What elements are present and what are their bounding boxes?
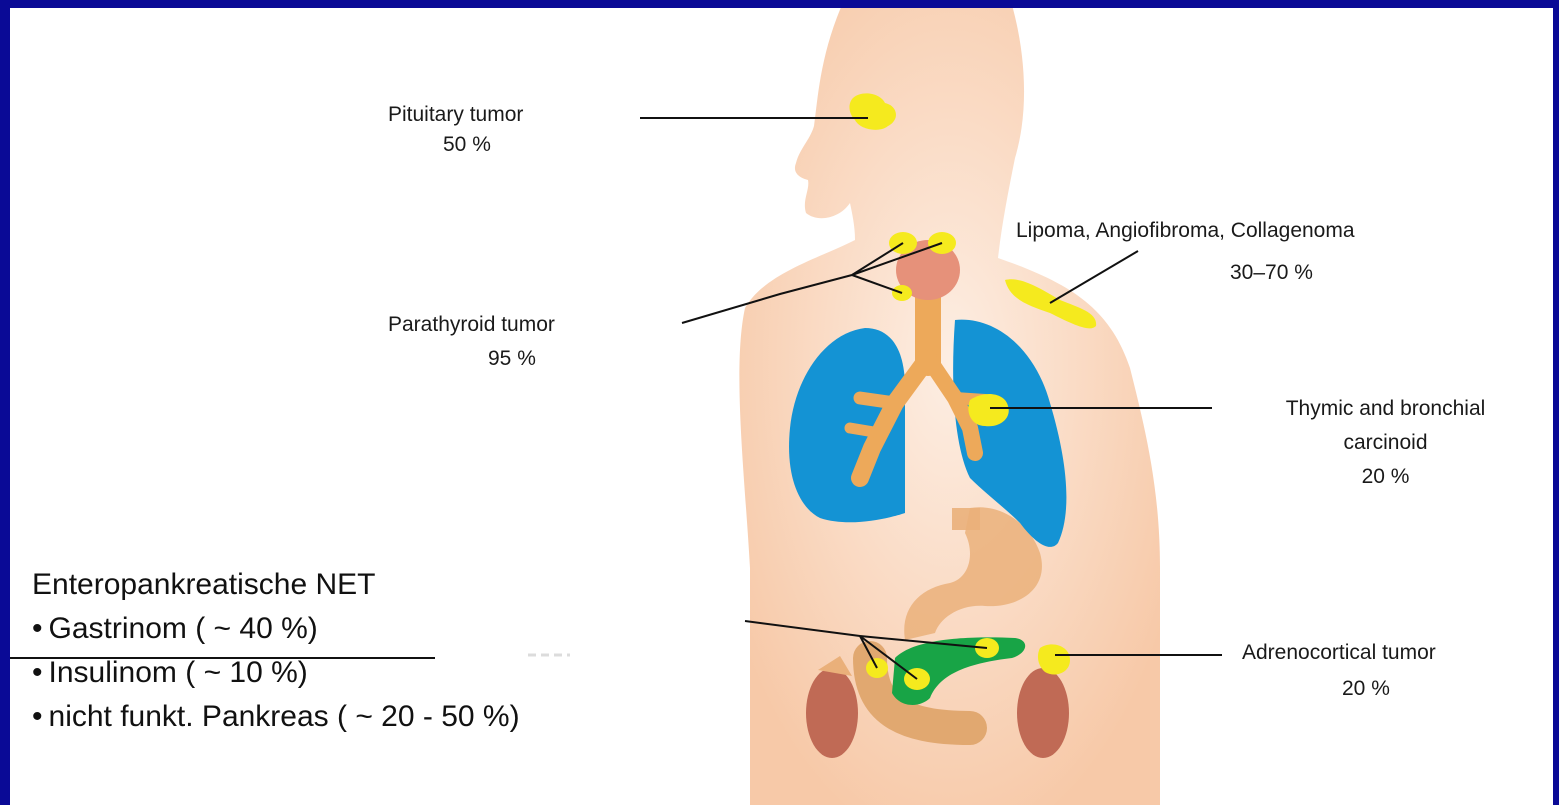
- net-item-text: Gastrinom ( ~ 40 %): [49, 612, 318, 645]
- parathyroid-percent: 95 %: [388, 344, 555, 374]
- thymic-marker: [968, 394, 1008, 426]
- adrenocortical-label: Adrenocortical tumor 20 %: [1242, 638, 1436, 704]
- net-list: Enteropankreatische NET •Gastrinom ( ~ 4…: [32, 563, 520, 739]
- pituitary-percent: 50 %: [388, 130, 523, 160]
- thymic-label: Thymic and bronchial carcinoid 20 %: [1218, 394, 1553, 492]
- bullet-icon: •: [32, 612, 43, 645]
- net-list-item: •Insulinom ( ~ 10 %): [32, 651, 520, 695]
- parathyroid-name: Parathyroid tumor: [388, 310, 555, 340]
- lipoma-name: Lipoma, Angiofibroma, Collagenoma: [1016, 216, 1355, 246]
- bullet-icon: •: [32, 700, 43, 733]
- adrenocortical-name: Adrenocortical tumor: [1242, 638, 1436, 668]
- net-list-item: •Gastrinom ( ~ 40 %): [32, 607, 520, 651]
- parathyroid-label: Parathyroid tumor 95 %: [388, 310, 555, 374]
- pituitary-name: Pituitary tumor: [388, 100, 523, 130]
- adrenocortical-percent: 20 %: [1242, 674, 1436, 704]
- net-list-heading: Enteropankreatische NET: [32, 563, 520, 607]
- thymic-percent: 20 %: [1218, 462, 1553, 492]
- pituitary-label: Pituitary tumor 50 %: [388, 100, 523, 160]
- slide: Pituitary tumor 50 % Lipoma, Angiofibrom…: [10, 8, 1553, 805]
- net-item-text: Insulinom ( ~ 10 %): [49, 656, 308, 689]
- net-item-text: nicht funkt. Pankreas ( ~ 20 - 50 %): [49, 700, 520, 733]
- lipoma-label: Lipoma, Angiofibroma, Collagenoma 30–70 …: [1016, 216, 1355, 288]
- thymic-line2: carcinoid: [1218, 428, 1553, 458]
- bullet-icon: •: [32, 656, 43, 689]
- esophagus-stub: [952, 508, 980, 530]
- thymic-line1: Thymic and bronchial: [1218, 394, 1553, 424]
- net-list-item: •nicht funkt. Pankreas ( ~ 20 - 50 %): [32, 695, 520, 739]
- lipoma-percent: 30–70 %: [1016, 258, 1355, 288]
- left-kidney: [806, 668, 858, 758]
- right-kidney: [1017, 668, 1069, 758]
